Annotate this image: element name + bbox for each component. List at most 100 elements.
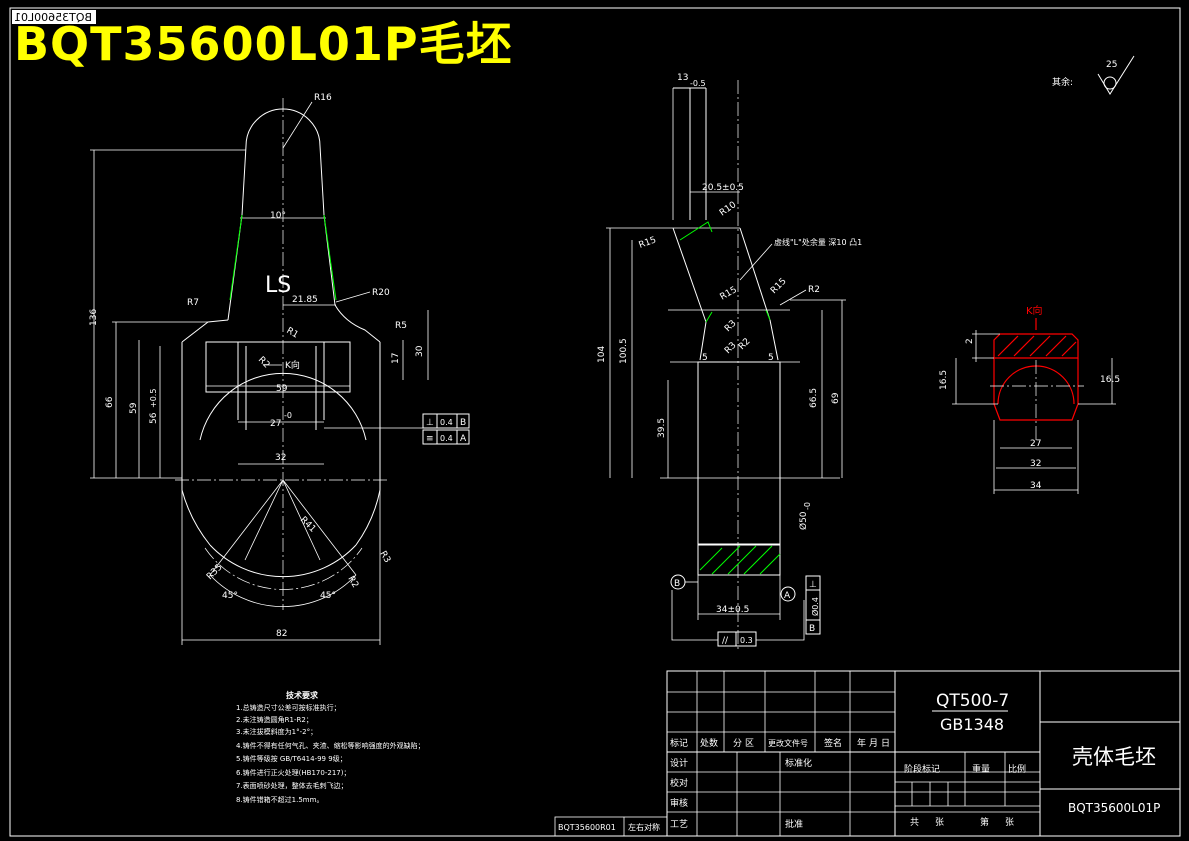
svg-text:R2: R2 <box>737 337 753 353</box>
svg-text:比例: 比例 <box>1008 763 1026 775</box>
svg-text:LS: LS <box>265 273 291 298</box>
svg-text:重量: 重量 <box>972 763 990 775</box>
svg-text:2.未注铸造圆角R1-R2；: 2.未注铸造圆角R1-R2； <box>236 715 313 724</box>
svg-text:7.表面喷砂处理，整体去毛刺飞边；: 7.表面喷砂处理，整体去毛刺飞边； <box>236 781 348 790</box>
svg-text:104: 104 <box>597 346 607 363</box>
svg-text:A: A <box>460 434 467 444</box>
svg-text:59: 59 <box>276 384 288 394</box>
svg-text:34±0.5: 34±0.5 <box>716 605 749 615</box>
svg-text:34: 34 <box>1030 481 1042 491</box>
drawing-title: BQT35600L01P毛坯 <box>14 17 513 71</box>
svg-text:R41: R41 <box>298 515 318 535</box>
svg-text:技术要求: 技术要求 <box>286 690 319 700</box>
svg-text:R15: R15 <box>638 235 658 250</box>
svg-text:B: B <box>460 418 466 428</box>
svg-text:共: 共 <box>910 817 919 828</box>
svg-text:签名: 签名 <box>824 737 842 749</box>
svg-text:27: 27 <box>270 419 281 429</box>
svg-text:2: 2 <box>965 338 975 344</box>
svg-text:5: 5 <box>702 353 708 363</box>
svg-text:0.4: 0.4 <box>440 434 453 443</box>
svg-text:R5: R5 <box>395 321 407 331</box>
svg-text:-0: -0 <box>803 502 812 510</box>
svg-text:分区: 分区 <box>733 738 757 749</box>
svg-text:3.未注拔模斜度为1°-2°；: 3.未注拔模斜度为1°-2°； <box>236 727 317 736</box>
svg-text:R35: R35 <box>205 563 225 583</box>
svg-text:处数: 处数 <box>700 737 718 749</box>
svg-text:年月日: 年月日 <box>857 737 893 749</box>
svg-text:校对: 校对 <box>670 777 688 789</box>
svg-text:30: 30 <box>415 345 425 357</box>
svg-text:⊥: ⊥ <box>426 418 434 428</box>
svg-text:≡: ≡ <box>426 434 434 444</box>
svg-text:0.4: 0.4 <box>440 418 453 427</box>
svg-text:R15: R15 <box>719 285 739 303</box>
svg-text:Ø50: Ø50 <box>798 511 809 530</box>
svg-text:其余:: 其余: <box>1052 76 1073 88</box>
svg-text:审核: 审核 <box>670 797 688 809</box>
svg-text:39.5: 39.5 <box>657 418 667 438</box>
svg-text:-0.5: -0.5 <box>690 79 706 88</box>
front-tol-frame-1: ⊥ 0.4 B <box>422 413 470 429</box>
svg-text:16.5: 16.5 <box>939 370 949 390</box>
front-tol-frame-2: ≡ 0.4 A <box>422 429 470 445</box>
front-view: R16 10° LS 21.85 R20 R7 R1 R5 R2 K向 59 2… <box>89 93 470 645</box>
title-standard: GB1348 <box>940 715 1004 734</box>
svg-text:第: 第 <box>980 816 989 828</box>
svg-text:R3: R3 <box>723 319 739 335</box>
side-tol-frame-perp: ⊥ Ø0.4 B <box>805 575 821 635</box>
svg-text:+0.5: +0.5 <box>149 389 158 408</box>
svg-text:R7: R7 <box>187 298 199 308</box>
svg-text:69: 69 <box>831 392 841 404</box>
svg-text:56: 56 <box>149 412 159 424</box>
mirror-tag: BQT35600L01 <box>14 11 92 24</box>
tech-notes: 技术要求 1.总铸造尺寸公差可按标准执行； 2.未注铸造圆角R1-R2； 3.未… <box>236 690 425 804</box>
svg-text:82: 82 <box>276 629 287 639</box>
svg-text:13: 13 <box>677 73 688 83</box>
svg-text:张: 张 <box>935 817 944 828</box>
k-hatch <box>997 335 1077 357</box>
svg-text:25: 25 <box>1106 60 1117 70</box>
svg-text:R3: R3 <box>723 341 739 357</box>
svg-text:5.铸件等级按 GB/T6414-99 9级；: 5.铸件等级按 GB/T6414-99 9级； <box>236 754 347 763</box>
svg-text:张: 张 <box>1005 817 1014 828</box>
svg-text:工艺: 工艺 <box>670 819 688 830</box>
svg-text://: // <box>722 636 729 646</box>
svg-text:Ø0.4: Ø0.4 <box>810 597 820 616</box>
svg-text:标准化: 标准化 <box>785 757 812 769</box>
svg-text:R2: R2 <box>808 285 820 295</box>
svg-text:17: 17 <box>391 353 401 364</box>
side-tol-frame-parallel: // 0.3 <box>671 590 805 647</box>
svg-text:1.总铸造尺寸公差可按标准执行；: 1.总铸造尺寸公差可按标准执行； <box>236 703 341 712</box>
svg-text:B: B <box>809 624 815 634</box>
svg-text:66.5: 66.5 <box>809 388 819 408</box>
title-block: QT500-7 GB1348 壳体毛坯 BQT35600L01P 标记 处数 分… <box>554 670 1181 837</box>
svg-text:45°: 45° <box>222 591 238 601</box>
svg-text:阶段标记: 阶段标记 <box>904 763 940 775</box>
svg-text:A: A <box>784 591 791 601</box>
drawing-border <box>9 7 1181 837</box>
svg-text:66: 66 <box>105 396 115 408</box>
k-view: K向 2 16.5 16.5 27 32 34 <box>939 304 1120 494</box>
side-hatch <box>699 545 781 575</box>
svg-text:R15: R15 <box>769 277 789 297</box>
svg-text:32: 32 <box>1030 459 1041 469</box>
title-material: QT500-7 <box>936 691 1009 711</box>
svg-text:16.5: 16.5 <box>1100 375 1120 385</box>
svg-text:R10: R10 <box>718 200 738 219</box>
svg-text:R2: R2 <box>256 355 272 371</box>
svg-text:设计: 设计 <box>670 757 688 769</box>
svg-text:10°: 10° <box>270 211 286 221</box>
svg-text:6.铸件进行正火处理(HB170-217)；: 6.铸件进行正火处理(HB170-217)； <box>236 768 350 777</box>
svg-text:标记: 标记 <box>670 737 688 749</box>
svg-text:R3: R3 <box>377 550 392 565</box>
svg-text:B: B <box>674 579 680 589</box>
svg-text:59: 59 <box>129 402 139 414</box>
ref-code: BQT35600R01 <box>558 823 616 832</box>
svg-text:0.3: 0.3 <box>740 636 753 645</box>
ref-note: 左右对称 <box>628 822 660 832</box>
svg-text:批准: 批准 <box>785 818 803 830</box>
svg-text:4.铸件不得有任何气孔、夹渣、缩松等影响强度的外观缺陷；: 4.铸件不得有任何气孔、夹渣、缩松等影响强度的外观缺陷； <box>236 741 425 750</box>
svg-text:20.5±0.5: 20.5±0.5 <box>702 183 744 193</box>
